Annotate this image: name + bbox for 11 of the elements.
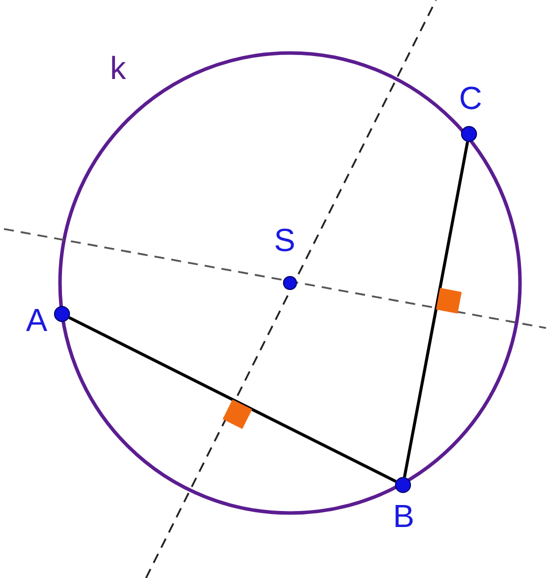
point-label: S	[274, 224, 296, 256]
point-label: C	[459, 82, 482, 114]
point-label: A	[26, 304, 48, 336]
point-label: B	[393, 500, 414, 532]
point	[54, 306, 70, 322]
point	[283, 276, 297, 290]
line-segment	[403, 142, 469, 478]
point	[461, 126, 477, 142]
circle-label: k	[110, 52, 126, 84]
line-segment	[68, 316, 397, 483]
point	[395, 477, 411, 493]
